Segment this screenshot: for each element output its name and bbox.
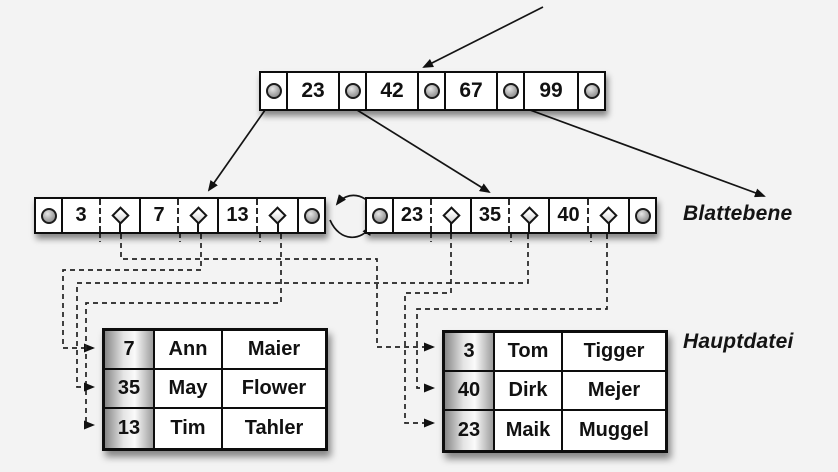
pointer-cell [577, 73, 604, 109]
leaf-level-label: Blattebene [683, 202, 793, 225]
leaf-key: 40 [550, 199, 589, 232]
main-file-label: Hauptdatei [683, 330, 794, 353]
record-lastname: Maier [223, 331, 325, 370]
pointer-icon [303, 207, 320, 224]
pointer-cell [367, 199, 394, 232]
pointer-cell [340, 73, 367, 109]
record-lastname: Tahler [244, 417, 304, 439]
leaf-key: 23 [394, 199, 433, 232]
record-key: 7 [105, 331, 155, 370]
record-pointer [589, 199, 628, 232]
pointer-cell [297, 199, 324, 232]
arrow-root-to-left-leaf [207, 102, 271, 192]
record-firstname: Ann [155, 331, 223, 370]
record-lastname: Muggel [579, 419, 649, 441]
diamond-pointer-icon [519, 206, 539, 225]
record-pointer [179, 199, 217, 232]
diamond-pointer-icon [441, 206, 461, 225]
pointer-cell [419, 73, 446, 109]
record-pointer [258, 199, 297, 232]
record-firstname: Tom [495, 333, 563, 372]
record-pointer [432, 199, 470, 232]
pointer-icon [583, 83, 600, 99]
pointer-cell [261, 73, 288, 109]
leaf-entry: 23 [394, 199, 472, 232]
record-firstname: May [155, 370, 223, 409]
record-pointer [510, 199, 548, 232]
pointer-cell [498, 73, 525, 109]
record-firstname: Dirk [495, 372, 563, 411]
record-firstname: Tim [155, 409, 223, 448]
record-firstname: Maik [495, 411, 563, 450]
pointer-icon [423, 83, 440, 99]
pointer-icon [265, 83, 282, 99]
root-node: 23 42 67 99 [259, 71, 606, 111]
record-key: 23 [445, 411, 495, 450]
record-lastname: Mejer [563, 372, 665, 411]
left-data-table: 7 Ann Maier 35 May Flower 13 Tim Tahler [102, 328, 328, 451]
root-key: 23 [288, 73, 340, 109]
right-leaf-node: 23 35 40 [365, 197, 657, 234]
root-key: 67 [446, 73, 498, 109]
diamond-pointer-icon [599, 206, 618, 225]
leaf-key: 35 [472, 199, 511, 232]
pointer-cell [628, 199, 655, 232]
leaf-key: 7 [141, 199, 180, 232]
diamond-pointer-icon [268, 206, 287, 225]
leaf-entry: 40 [550, 199, 628, 232]
root-key: 99 [539, 79, 563, 102]
leaf-entry: 3 [63, 199, 141, 232]
leaf-entry: 13 [219, 199, 297, 232]
pointer-icon [502, 83, 519, 99]
record-key: 3 [445, 333, 495, 372]
leaf-key: 3 [63, 199, 102, 232]
record-pointer [101, 199, 139, 232]
arrow-root-to-right-leaf [348, 104, 491, 194]
leaf-entry: 35 [472, 199, 550, 232]
pointer-icon [371, 207, 388, 224]
record-key: 13 [105, 409, 155, 448]
arrow-root-to-offscreen-leaf [510, 102, 766, 198]
diamond-pointer-icon [188, 206, 208, 225]
pointer-cell [36, 199, 63, 232]
record-key: 40 [445, 372, 495, 411]
right-data-table: 3 Tom Tigger 40 Dirk Mejer 23 Maik Mugge… [442, 330, 668, 453]
record-key: 35 [105, 370, 155, 409]
record-lastname: Tigger [563, 333, 665, 372]
pointer-icon [40, 207, 57, 224]
leaf-entry: 7 [141, 199, 219, 232]
pointer-icon [344, 83, 361, 99]
left-leaf-node: 3 7 13 [34, 197, 326, 234]
diamond-pointer-icon [110, 206, 130, 225]
root-key: 42 [367, 73, 419, 109]
arrow-into-root [422, 6, 544, 68]
leaf-key: 13 [219, 199, 258, 232]
record-lastname: Flower [223, 370, 325, 409]
pointer-icon [634, 207, 651, 224]
